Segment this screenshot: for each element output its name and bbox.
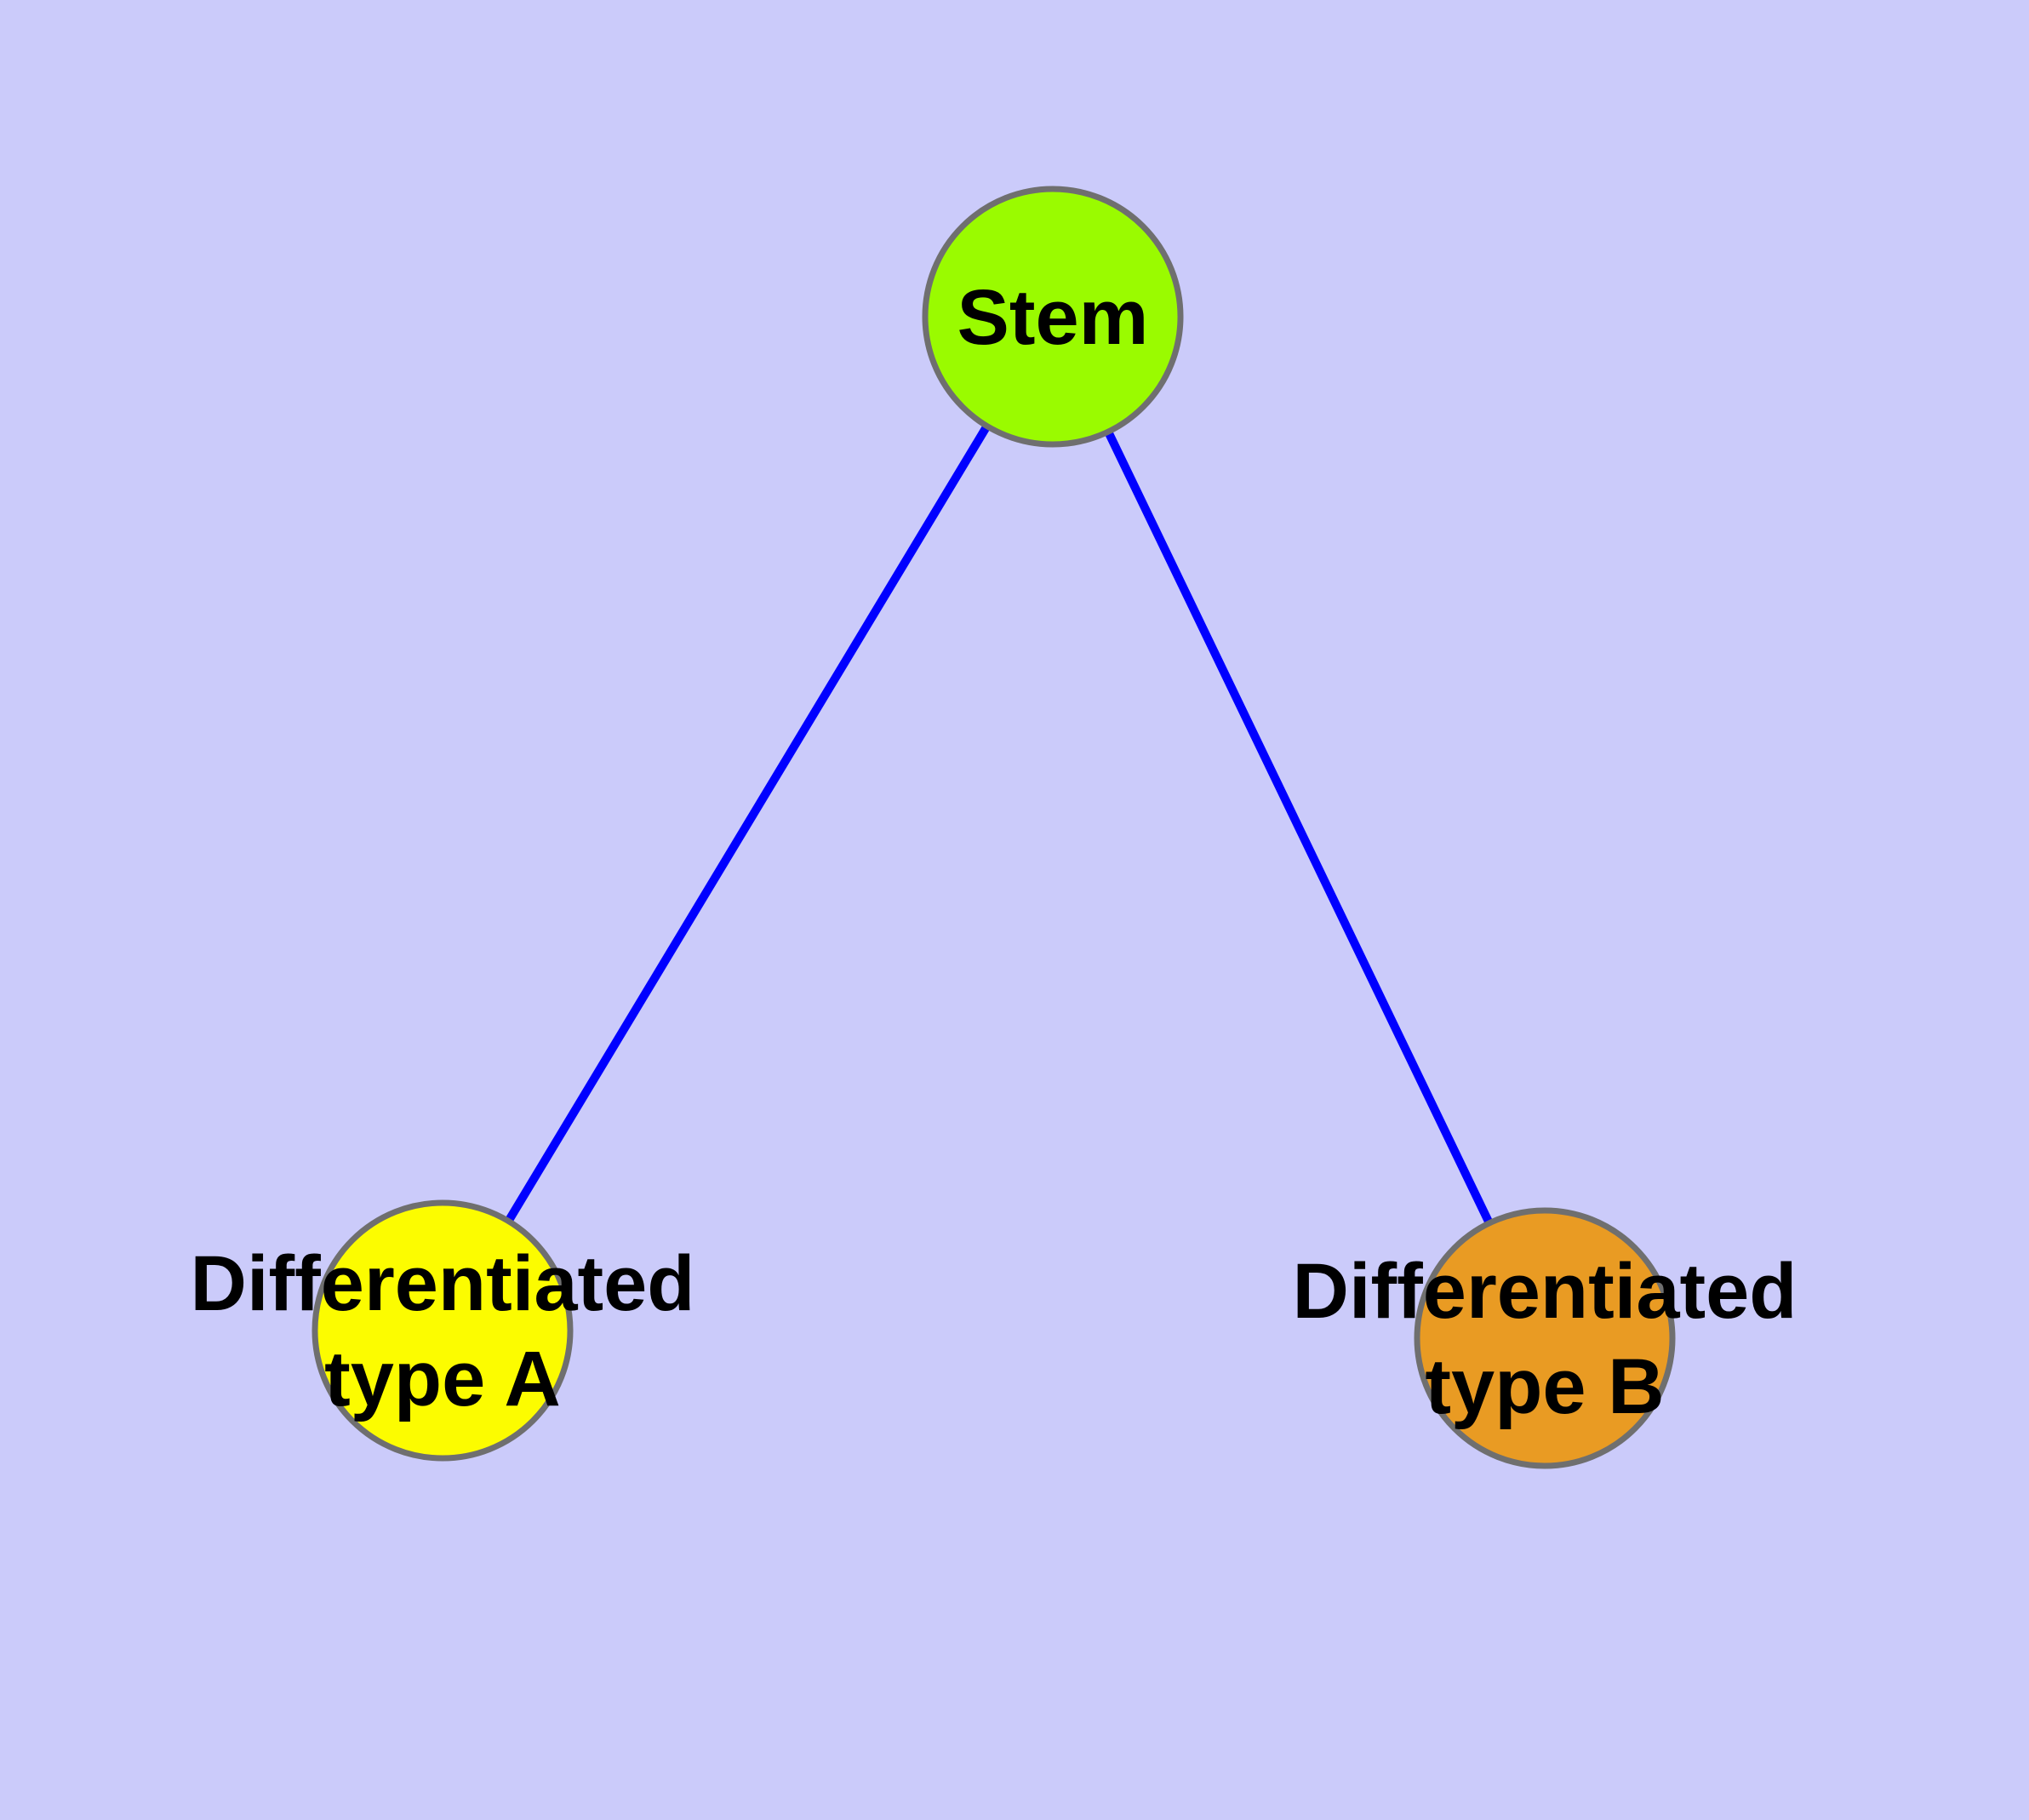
node-stem-circle (922, 186, 1184, 448)
edge-stem-to-type-a (438, 312, 1057, 1335)
node-type-b-circle (1414, 1207, 1676, 1469)
node-type-a-label-line2: type A (324, 1336, 561, 1422)
node-stem-label: Stem (957, 274, 1149, 361)
node-stem: Stem (922, 186, 1184, 448)
node-type-a-circle (311, 1199, 574, 1462)
node-type-b-label-line1: Differentiated (1293, 1248, 1798, 1335)
node-type-a-label-line1: Differentiated (191, 1240, 695, 1327)
node-differentiated-type-a: Differentiated type A (191, 1199, 695, 1462)
node-differentiated-type-b: Differentiated type B (1293, 1207, 1798, 1469)
node-type-b-label-line2: type B (1425, 1343, 1664, 1430)
edge-stem-to-type-b (1049, 312, 1549, 1342)
